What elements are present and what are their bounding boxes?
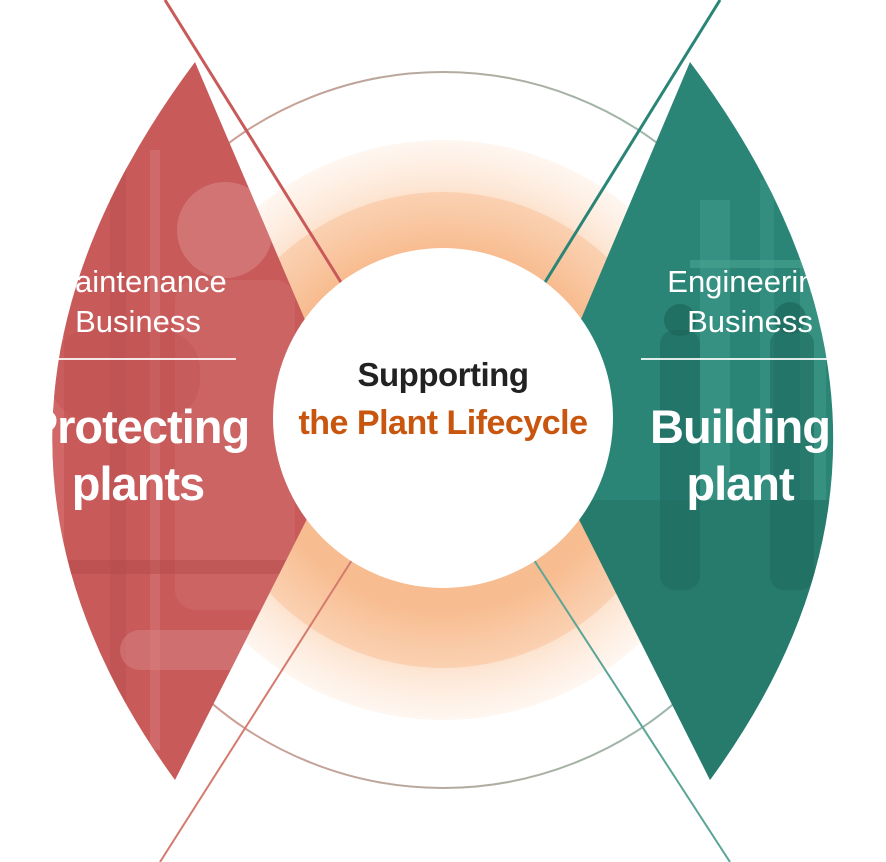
supporting-label: Supporting bbox=[357, 356, 529, 393]
protecting-label: Protecting bbox=[26, 400, 250, 453]
left-divider bbox=[36, 358, 236, 360]
plant-label: plant bbox=[686, 457, 794, 510]
left-diagonal-bottom bbox=[159, 559, 353, 862]
engineering-business-label: Engineering Business bbox=[667, 264, 833, 340]
center-circle bbox=[273, 248, 613, 588]
plants-label: plants bbox=[71, 457, 205, 510]
plant-lifecycle-label: the Plant Lifecycle bbox=[298, 404, 588, 442]
right-divider bbox=[641, 358, 841, 360]
maintenance-business-label: Maintenance Business bbox=[49, 264, 227, 340]
right-diagonal-bottom bbox=[533, 559, 731, 862]
left-diagonal-top bbox=[163, 0, 354, 301]
right-diagonal-top bbox=[532, 0, 722, 301]
building-label: Building bbox=[650, 400, 831, 453]
